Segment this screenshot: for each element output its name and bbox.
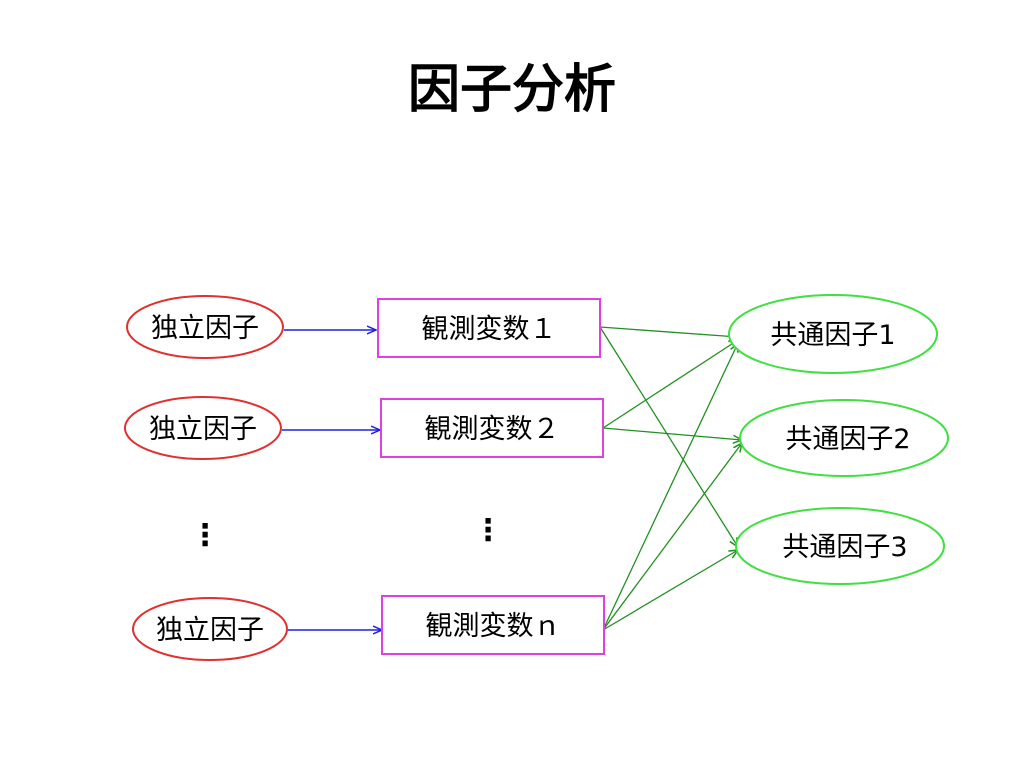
observed-variable-label: 観測変数ｎ [426, 611, 561, 642]
observed-variable-label: 観測変数２ [425, 414, 560, 445]
independent-factor-ellipsis: ⋮ [190, 518, 220, 553]
observed-variable-1: 観測変数１ [377, 298, 601, 358]
independent-factor-n: 独立因子 [132, 597, 288, 661]
loading-line-obs1-cf1 [599, 326, 738, 337]
observed-variable-2: 観測変数２ [380, 398, 604, 458]
input-arrows [282, 330, 382, 630]
loading-line-obs2-cf1 [602, 340, 738, 429]
loading-lines [599, 326, 742, 631]
observed-variable-label: 観測変数１ [422, 314, 557, 345]
loading-line-obsn-cf2 [602, 443, 742, 631]
independent-factor-label: 独立因子 [156, 615, 264, 646]
observed-variable-n: 観測変数ｎ [381, 595, 605, 655]
observed-variable-ellipsis: ⋮ [473, 513, 503, 548]
common-factor-1: 共通因子1 [728, 294, 938, 374]
common-factor-label: 共通因子2 [785, 424, 910, 455]
common-factor-2: 共通因子2 [739, 399, 949, 477]
loading-line-obs2-cf2 [602, 427, 742, 440]
loading-line-obs1-cf3 [599, 326, 738, 547]
independent-factor-2: 独立因子 [124, 396, 282, 460]
independent-factor-label: 独立因子 [151, 313, 259, 344]
independent-factor-1: 独立因子 [126, 295, 284, 359]
page-title: 因子分析 [407, 60, 616, 120]
loading-line-obsn-cf3 [602, 550, 738, 631]
common-factor-3: 共通因子3 [735, 507, 945, 585]
loading-line-obsn-cf1 [602, 343, 738, 631]
common-factor-label: 共通因子1 [770, 320, 895, 351]
independent-factor-label: 独立因子 [149, 414, 257, 445]
common-factor-label: 共通因子3 [782, 532, 907, 563]
